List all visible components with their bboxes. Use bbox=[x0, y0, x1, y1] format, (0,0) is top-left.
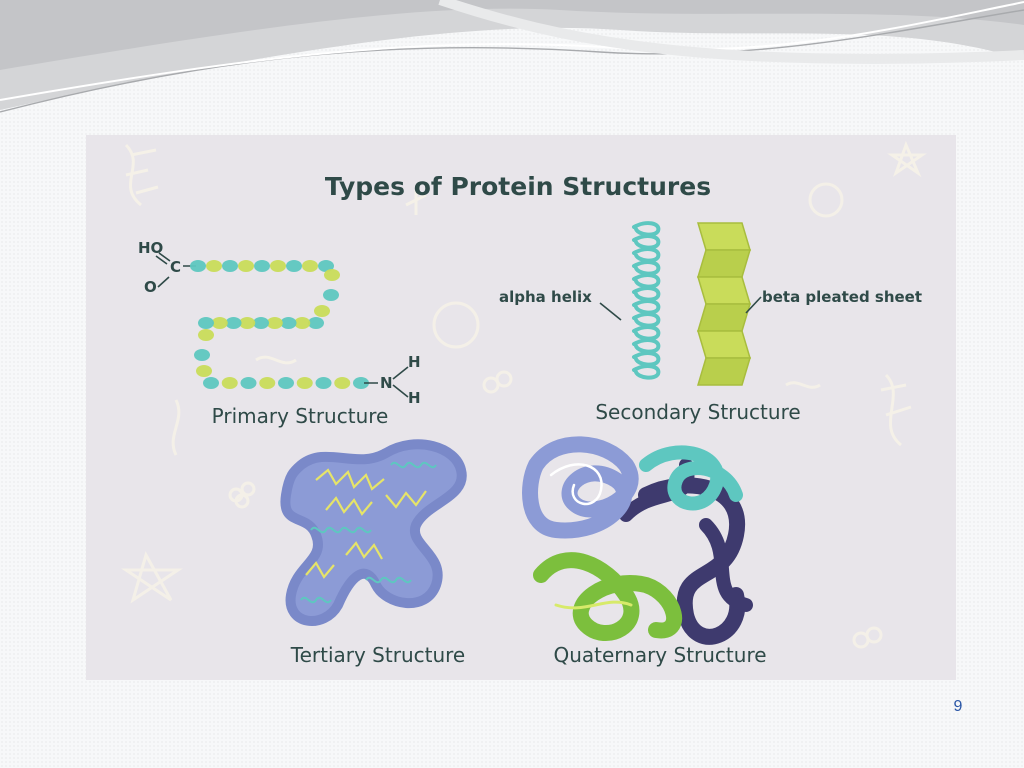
amino-acid-bead bbox=[253, 317, 269, 329]
helix-coil bbox=[632, 312, 661, 328]
amino-acid-bead bbox=[302, 260, 318, 272]
amino-acid-bead bbox=[286, 260, 302, 272]
quaternary-structure-diagram: Quaternary Structure bbox=[522, 436, 767, 667]
amino-acid-bead bbox=[308, 317, 324, 329]
amino-acid-bead bbox=[196, 365, 212, 377]
helix-coil bbox=[632, 351, 661, 367]
beta-sheet-segment bbox=[696, 330, 752, 359]
atom-h-top-label: H bbox=[408, 353, 421, 371]
figure-title: Types of Protein Structures bbox=[325, 172, 711, 201]
beta-sheet-segment bbox=[696, 249, 752, 278]
header-wave-decoration bbox=[0, 0, 1024, 113]
secondary-structure-label: Secondary Structure bbox=[595, 400, 800, 424]
amino-acid-bead bbox=[278, 377, 294, 389]
amino-acid-bead bbox=[334, 377, 351, 389]
primary-structure-label: Primary Structure bbox=[212, 404, 389, 428]
amino-acid-bead bbox=[198, 317, 214, 329]
helix-coil bbox=[632, 299, 661, 315]
protein-structures-figure: Types of Protein Structures HO C O N H H… bbox=[86, 135, 956, 680]
amino-acid-bead bbox=[206, 260, 222, 272]
amino-acid-bead bbox=[270, 260, 286, 272]
beta-sheet-segment bbox=[696, 222, 752, 251]
amino-acid-bead bbox=[318, 260, 334, 272]
amino-acid-bead bbox=[296, 377, 313, 389]
atom-n-label: N bbox=[380, 374, 393, 392]
atom-c-label: C bbox=[170, 258, 181, 276]
amino-acid-chain bbox=[190, 260, 369, 389]
amino-acid-bead bbox=[240, 377, 257, 389]
helix-coil bbox=[632, 364, 661, 380]
amino-acid-bead bbox=[203, 377, 219, 389]
helix-coil bbox=[632, 221, 661, 237]
amino-acid-bead bbox=[323, 289, 339, 301]
secondary-structure-diagram: alpha helix beta pleated sheet Secondary… bbox=[499, 221, 922, 424]
helix-coil bbox=[632, 234, 661, 250]
primary-structure-diagram: HO C O N H H Primary Structure bbox=[138, 239, 421, 428]
atom-ho-label: HO bbox=[138, 239, 163, 257]
amino-acid-bead bbox=[194, 349, 210, 361]
amino-acid-bead bbox=[254, 260, 270, 272]
amino-acid-bead bbox=[294, 317, 311, 329]
background-doodles bbox=[121, 140, 927, 649]
helix-coil bbox=[632, 247, 661, 263]
tertiary-structure-label: Tertiary Structure bbox=[290, 643, 465, 667]
helix-coil bbox=[632, 286, 661, 302]
helix-coil bbox=[632, 338, 661, 354]
amino-acid-bead bbox=[238, 260, 254, 272]
amino-acid-bead bbox=[315, 377, 332, 389]
beta-sheet-segment bbox=[696, 357, 752, 386]
beta-sheet-illustration bbox=[696, 222, 752, 386]
helix-coil bbox=[632, 273, 661, 289]
helix-coil bbox=[632, 325, 661, 341]
amino-acid-bead bbox=[198, 329, 214, 341]
amino-acid-bead bbox=[280, 317, 297, 329]
amino-acid-bead bbox=[353, 377, 369, 389]
beta-sheet-label: beta pleated sheet bbox=[762, 288, 922, 306]
amino-acid-bead bbox=[211, 317, 228, 329]
amino-acid-bead bbox=[324, 269, 340, 281]
amino-acid-bead bbox=[239, 317, 256, 329]
beta-sheet-segment bbox=[696, 276, 752, 305]
quaternary-structure-label: Quaternary Structure bbox=[553, 643, 766, 667]
amino-acid-bead bbox=[221, 377, 238, 389]
amino-acid-bead bbox=[225, 317, 242, 329]
atom-o-label: O bbox=[144, 278, 157, 296]
tertiary-structure-diagram: Tertiary Structure bbox=[280, 439, 467, 667]
amino-acid-bead bbox=[222, 260, 238, 272]
alpha-helix-illustration bbox=[632, 221, 661, 380]
alpha-helix-label: alpha helix bbox=[499, 288, 592, 306]
page-number: 9 bbox=[953, 698, 963, 715]
amino-acid-bead bbox=[190, 260, 206, 272]
amino-acid-bead bbox=[266, 317, 283, 329]
beta-sheet-segment bbox=[696, 303, 752, 332]
atom-h-bottom-label: H bbox=[408, 389, 421, 407]
amino-acid-bead bbox=[259, 377, 276, 389]
helix-coil bbox=[632, 260, 661, 276]
amino-acid-bead bbox=[314, 305, 330, 317]
